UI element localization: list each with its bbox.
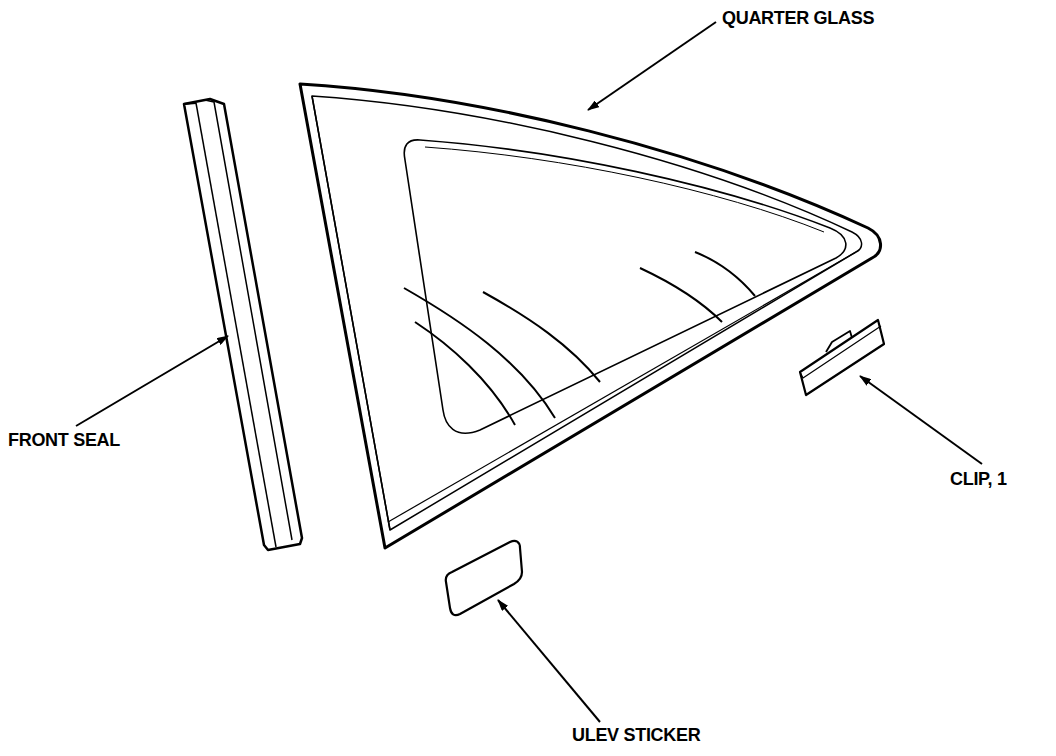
leader-lines	[76, 22, 982, 722]
ulev-sticker	[446, 541, 522, 615]
leader-line	[498, 600, 600, 722]
leader-line	[76, 336, 228, 426]
leader-line	[588, 22, 716, 110]
part-label: ULEV STICKER	[572, 726, 700, 746]
leader-line	[860, 376, 982, 464]
part-label: CLIP, 1	[950, 470, 1007, 490]
part-label: FRONT SEAL	[8, 431, 120, 451]
front-seal	[184, 99, 302, 550]
part-label: QUARTER GLASS	[722, 9, 874, 29]
quarter-glass	[300, 84, 881, 548]
